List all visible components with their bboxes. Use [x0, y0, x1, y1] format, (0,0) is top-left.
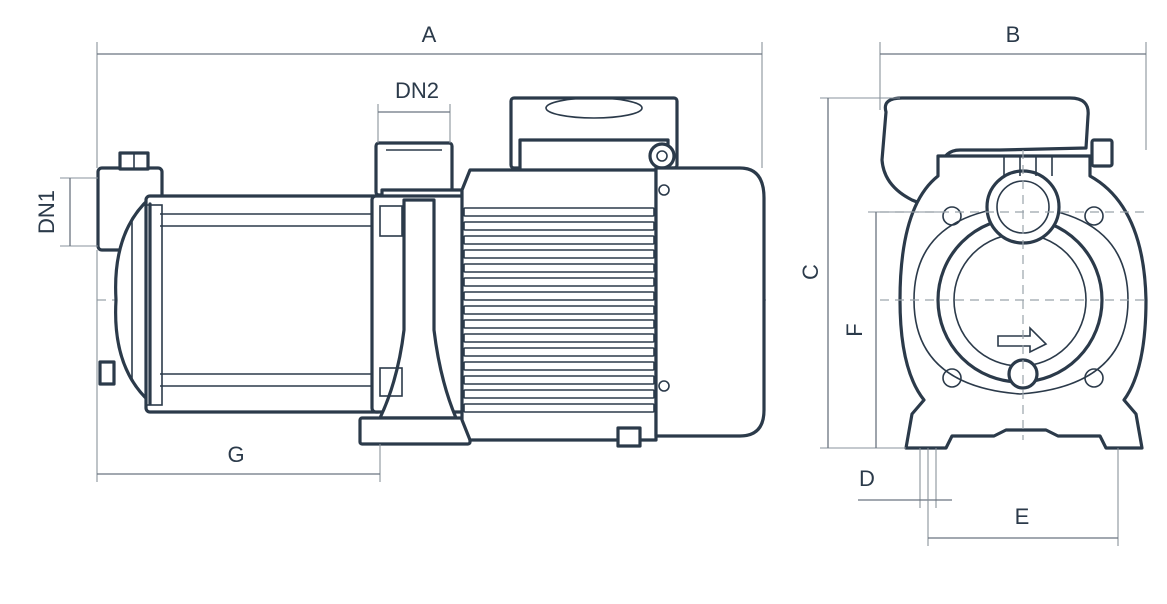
- dimension-lines: [60, 42, 1147, 546]
- label-D: D: [859, 466, 875, 491]
- front-view: [880, 96, 1150, 450]
- cooling-fin: [463, 389, 655, 399]
- pump-front-cap: [114, 196, 152, 404]
- cooling-fin: [463, 333, 655, 343]
- cooling-fin: [463, 361, 655, 371]
- flow-direction-arrow: [997, 326, 1048, 354]
- front-terminal-cover: [880, 96, 1090, 205]
- cooling-fin: [463, 207, 655, 217]
- label-C: C: [798, 264, 823, 280]
- cooling-fin: [463, 263, 655, 273]
- cooling-fin: [463, 277, 655, 287]
- dimension-labels: A B DN2 DN1 G C F D E: [34, 22, 1029, 529]
- cooling-fin: [463, 375, 655, 385]
- label-E: E: [1015, 504, 1030, 529]
- pump-bracket: [358, 194, 472, 446]
- label-A: A: [422, 22, 437, 47]
- motor-body: [460, 166, 766, 448]
- label-DN1: DN1: [34, 190, 59, 234]
- cooling-fin: [463, 221, 655, 231]
- cooling-fin: [463, 305, 655, 315]
- label-DN2: DN2: [395, 78, 439, 103]
- motor-cooling-fins: [463, 207, 655, 413]
- label-F: F: [842, 323, 867, 336]
- pump-body: [144, 194, 384, 414]
- label-G: G: [227, 442, 244, 467]
- label-B: B: [1006, 22, 1021, 47]
- cooling-fin: [463, 235, 655, 245]
- cooling-fin: [463, 319, 655, 329]
- side-view: [96, 96, 770, 448]
- cooling-fin: [463, 291, 655, 301]
- cooling-fin: [463, 249, 655, 259]
- cooling-fin: [463, 347, 655, 357]
- cooling-fin: [463, 403, 655, 413]
